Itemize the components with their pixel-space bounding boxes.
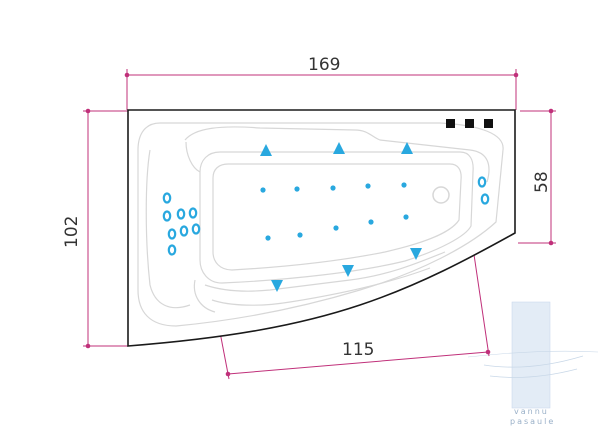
- nozzle-down: [271, 280, 283, 292]
- control-buttons: [446, 119, 493, 128]
- nozzle-down: [342, 265, 354, 277]
- floor-jet: [368, 219, 374, 225]
- side-jet: [179, 225, 189, 237]
- control-button: [446, 119, 455, 128]
- floor-jet: [333, 225, 339, 231]
- nozzles: [260, 142, 422, 292]
- side-jet: [477, 176, 487, 188]
- floor-jet: [403, 214, 409, 220]
- dim-line-width-inner: [227, 351, 489, 375]
- dim-label-depth-overall: 102: [62, 216, 82, 248]
- side-jet: [167, 228, 177, 240]
- floor-jets: [260, 182, 409, 241]
- side-jet: [162, 192, 172, 204]
- control-button: [484, 119, 493, 128]
- side-jets: [162, 176, 490, 256]
- floor-jet: [265, 235, 271, 241]
- bathtub-outline: [127, 109, 516, 347]
- floor-jet: [297, 232, 303, 238]
- side-jet: [188, 207, 198, 219]
- nozzle-up: [333, 142, 345, 154]
- control-button: [465, 119, 474, 128]
- floor-jet: [365, 183, 371, 189]
- side-jet: [167, 244, 177, 256]
- floor-jet: [401, 182, 407, 188]
- watermark-line1: vannu: [514, 407, 549, 416]
- side-jet: [480, 193, 490, 205]
- dim-label-depth-narrow: 58: [532, 171, 552, 193]
- dim-label-width-inner: 115: [342, 340, 374, 360]
- nozzle-down: [410, 248, 422, 260]
- watermark-line2: pasaule: [510, 417, 555, 426]
- drain: [432, 186, 450, 204]
- floor-jet: [260, 187, 266, 193]
- side-jet: [176, 208, 186, 220]
- floor-jet: [330, 185, 336, 191]
- side-jet: [162, 210, 172, 222]
- dim-label-width-overall: 169: [308, 55, 340, 75]
- side-jet: [191, 223, 201, 235]
- floor-jet: [294, 186, 300, 192]
- nozzle-up: [401, 142, 413, 154]
- nozzle-up: [260, 144, 272, 156]
- watermark-logo: vannu pasaule: [467, 301, 599, 426]
